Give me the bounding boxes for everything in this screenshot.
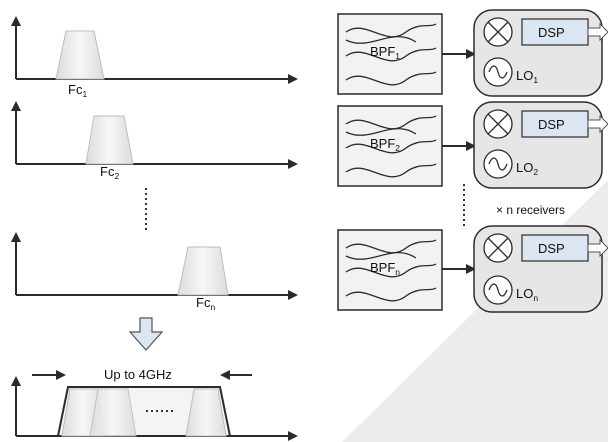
combined-label: Up to 4GHz [104,367,172,382]
bpf-box-n [337,229,443,311]
dsp-box-n [521,234,589,262]
spectrum-plot-n: Fcn [11,232,298,312]
filter-wave-icon-1 [345,23,437,86]
lo-label-2: LO2 [516,160,538,177]
bpf-box-1 [337,13,443,95]
fc-label-1: Fc1 [68,82,87,99]
lo-label-1: LO1 [516,68,538,85]
dsp-box-1 [521,18,589,46]
lo-label-n: LOn [516,286,538,303]
receivers-count-label: × n receivers [496,203,565,217]
fc-label-n: Fcn [196,295,215,312]
combined-band-n [185,388,227,437]
receiver-1: BPF1 DSP LO1 [337,9,608,97]
filter-wave-icon-2 [345,115,437,178]
band-1 [55,30,105,80]
bpf-label-n: BPFn [370,260,400,277]
spectrum-plot-2: Fc2 [11,101,298,181]
dsp-label-2: DSP [538,117,565,132]
output-arrow-icon-1 [587,22,608,42]
mixer-cross-icon-2 [487,113,509,135]
dsp-box-2 [521,110,589,138]
band-2 [85,115,134,165]
output-arrow-icon-2 [587,114,608,134]
mixer-cross-icon-1 [487,21,509,43]
sine-icon-n [488,283,508,297]
combined-band-2 [89,388,137,437]
sine-icon-2 [488,157,508,171]
sine-icon-1 [488,65,508,79]
bpf-label-2: BPF2 [370,136,400,153]
spectrum-plot-1: Fc1 [11,16,298,99]
fc-label-2: Fc2 [100,164,119,181]
combined-spectrum-plot: Up to 4GHz [11,367,298,441]
mixer-cross-icon-n [487,237,509,259]
filter-wave-icon-n [345,239,437,302]
band-n [177,246,229,296]
receiver-2: BPF2 DSP LO2 [337,101,608,189]
dsp-label-1: DSP [538,25,565,40]
dsp-label-n: DSP [538,241,565,256]
receiver-n: BPFn DSP LOn [337,225,608,313]
down-arrow-icon [128,317,164,351]
bpf-box-2 [337,105,443,187]
output-arrow-icon-n [587,238,608,258]
bpf-label-1: BPF1 [370,44,400,61]
